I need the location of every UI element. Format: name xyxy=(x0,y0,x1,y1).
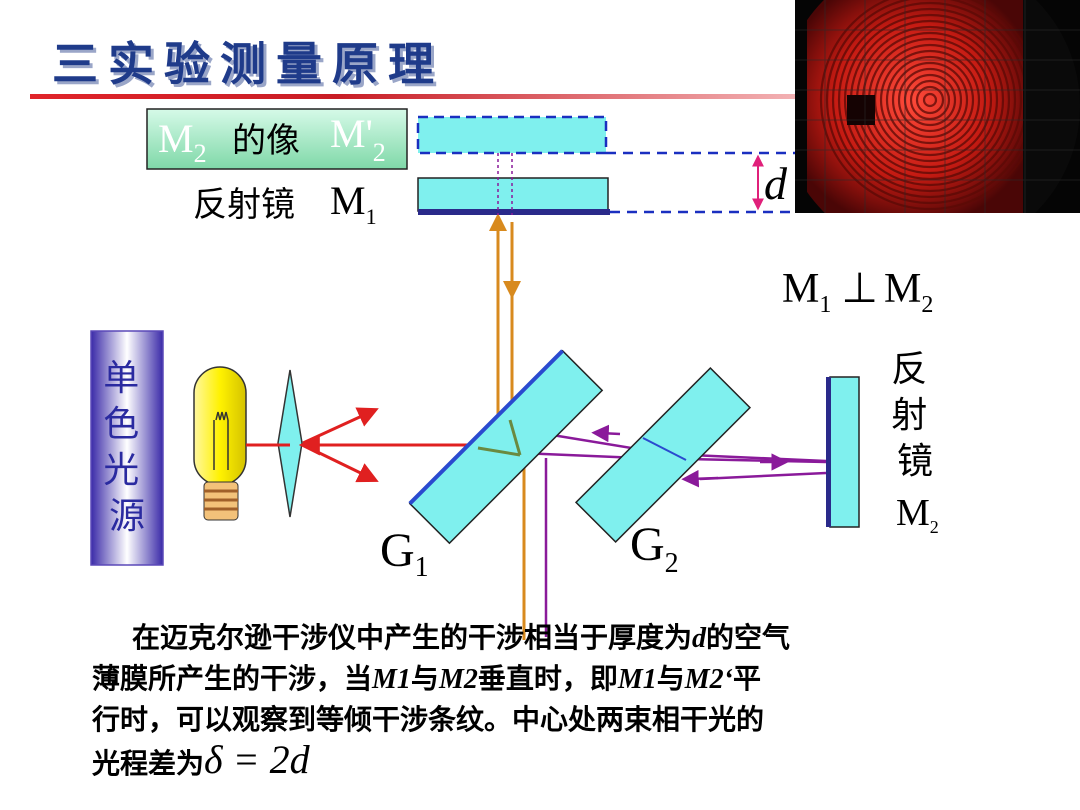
d-label: d xyxy=(764,158,788,209)
svg-text:G1: G1 xyxy=(380,524,429,583)
mirror-m1 xyxy=(417,177,609,212)
para-line2-c: 平 xyxy=(733,662,762,695)
g1-subscript: 1 xyxy=(415,552,429,583)
m1-caption: 反射镜 xyxy=(193,185,295,225)
interference-fringes-photo xyxy=(795,0,1080,213)
para-line1-a: 在迈克尔逊干涉仪中产生的干涉相当于厚度为 xyxy=(132,621,693,654)
svg-text:M1⊥M2: M1⊥M2 xyxy=(782,266,933,318)
title-underline xyxy=(30,94,800,99)
beam-purple-3 xyxy=(699,471,827,481)
m2-caption-char-1: 反 xyxy=(891,349,927,390)
m2-subscript: 2 xyxy=(930,517,939,537)
light-source-char-4: 源 xyxy=(109,496,145,537)
m2-symbol: M xyxy=(896,492,930,534)
mirror-m2-backing xyxy=(826,377,831,527)
para-m2: M2 xyxy=(438,664,478,695)
para-d: d xyxy=(692,623,707,654)
beam-splitter-g1 xyxy=(408,349,604,545)
mirror-m1-backing xyxy=(418,209,610,215)
m2-image-symbol: M xyxy=(158,116,194,161)
m2-image-label-box xyxy=(146,108,408,170)
para-line4-a: 光程差为 xyxy=(92,747,205,780)
para-with-2: 与 xyxy=(656,662,685,695)
svg-text:单 色 光 源: 单 色 光 源 xyxy=(103,358,150,537)
para-line2-a: 薄膜所产生的干涉，当 xyxy=(92,662,373,695)
svg-text:M2: M2 xyxy=(896,492,939,537)
g1-inner-line-2 xyxy=(508,419,522,456)
page-title: 三实验测量原理 xyxy=(52,37,444,91)
para-m1: M1 xyxy=(372,664,411,695)
m2-caption-char-2: 射 xyxy=(891,395,927,436)
beam-red-lower xyxy=(302,443,379,483)
m1-symbol: M xyxy=(330,178,366,223)
g2-subscript: 2 xyxy=(665,548,679,579)
svg-text:M'2: M'2 xyxy=(330,111,386,167)
para-line1-b: 的空气 xyxy=(706,621,791,654)
light-source-char-3: 光 xyxy=(103,450,139,491)
arrow-from-m2 xyxy=(591,424,621,443)
g1-inner-line xyxy=(477,446,521,457)
light-source-char-1: 单 xyxy=(103,358,139,399)
perp-m1-sub: 1 xyxy=(819,292,831,318)
g2-label: G xyxy=(630,518,665,571)
mirror-m2 xyxy=(829,376,860,528)
m2-prime-subscript: 2 xyxy=(373,138,386,167)
path-difference-equation: δ = 2d xyxy=(204,737,310,782)
compensator-g2 xyxy=(574,366,752,544)
explanation-paragraph: 在迈克尔逊干涉仪中产生的干涉相当于厚度为d的空气 薄膜所产生的干涉，当M1与M2… xyxy=(92,618,992,784)
para-line2-b: 垂直时，即 xyxy=(477,662,618,695)
bulb-icon xyxy=(193,366,247,521)
svg-text:M1: M1 xyxy=(330,178,377,229)
para-line3: 行时，可以观察到等倾干涉条纹。中心处两束相干光的 xyxy=(92,703,765,736)
perp-operator: ⊥ xyxy=(841,266,878,312)
m2-caption-char-3: 镜 xyxy=(897,441,933,482)
beam-red-upper xyxy=(302,407,379,445)
svg-text:M2: M2 xyxy=(158,116,207,168)
m2-prime-symbol: M' xyxy=(330,111,373,156)
para-with-1: 与 xyxy=(410,662,439,695)
perp-m2: M xyxy=(884,266,921,312)
para-m2-prime: M2‘ xyxy=(684,664,734,695)
perp-m1: M xyxy=(782,266,819,312)
para-m1-b: M1 xyxy=(617,664,657,695)
svg-text:G2: G2 xyxy=(630,518,679,579)
m2-image-subscript: 2 xyxy=(194,139,207,168)
arrow-return xyxy=(681,469,719,488)
svg-text:反 射 镜: 反 射 镜 xyxy=(891,349,938,482)
m1-subscript: 1 xyxy=(366,204,377,229)
m2-image-caption: 的像 xyxy=(232,121,300,161)
perp-m2-sub: 2 xyxy=(921,292,933,318)
g1-label: G xyxy=(380,524,415,577)
light-source xyxy=(90,330,164,566)
light-source-char-2: 色 xyxy=(103,404,139,445)
virtual-mirror-m2 xyxy=(416,115,608,155)
g2-inner-line xyxy=(642,437,687,461)
